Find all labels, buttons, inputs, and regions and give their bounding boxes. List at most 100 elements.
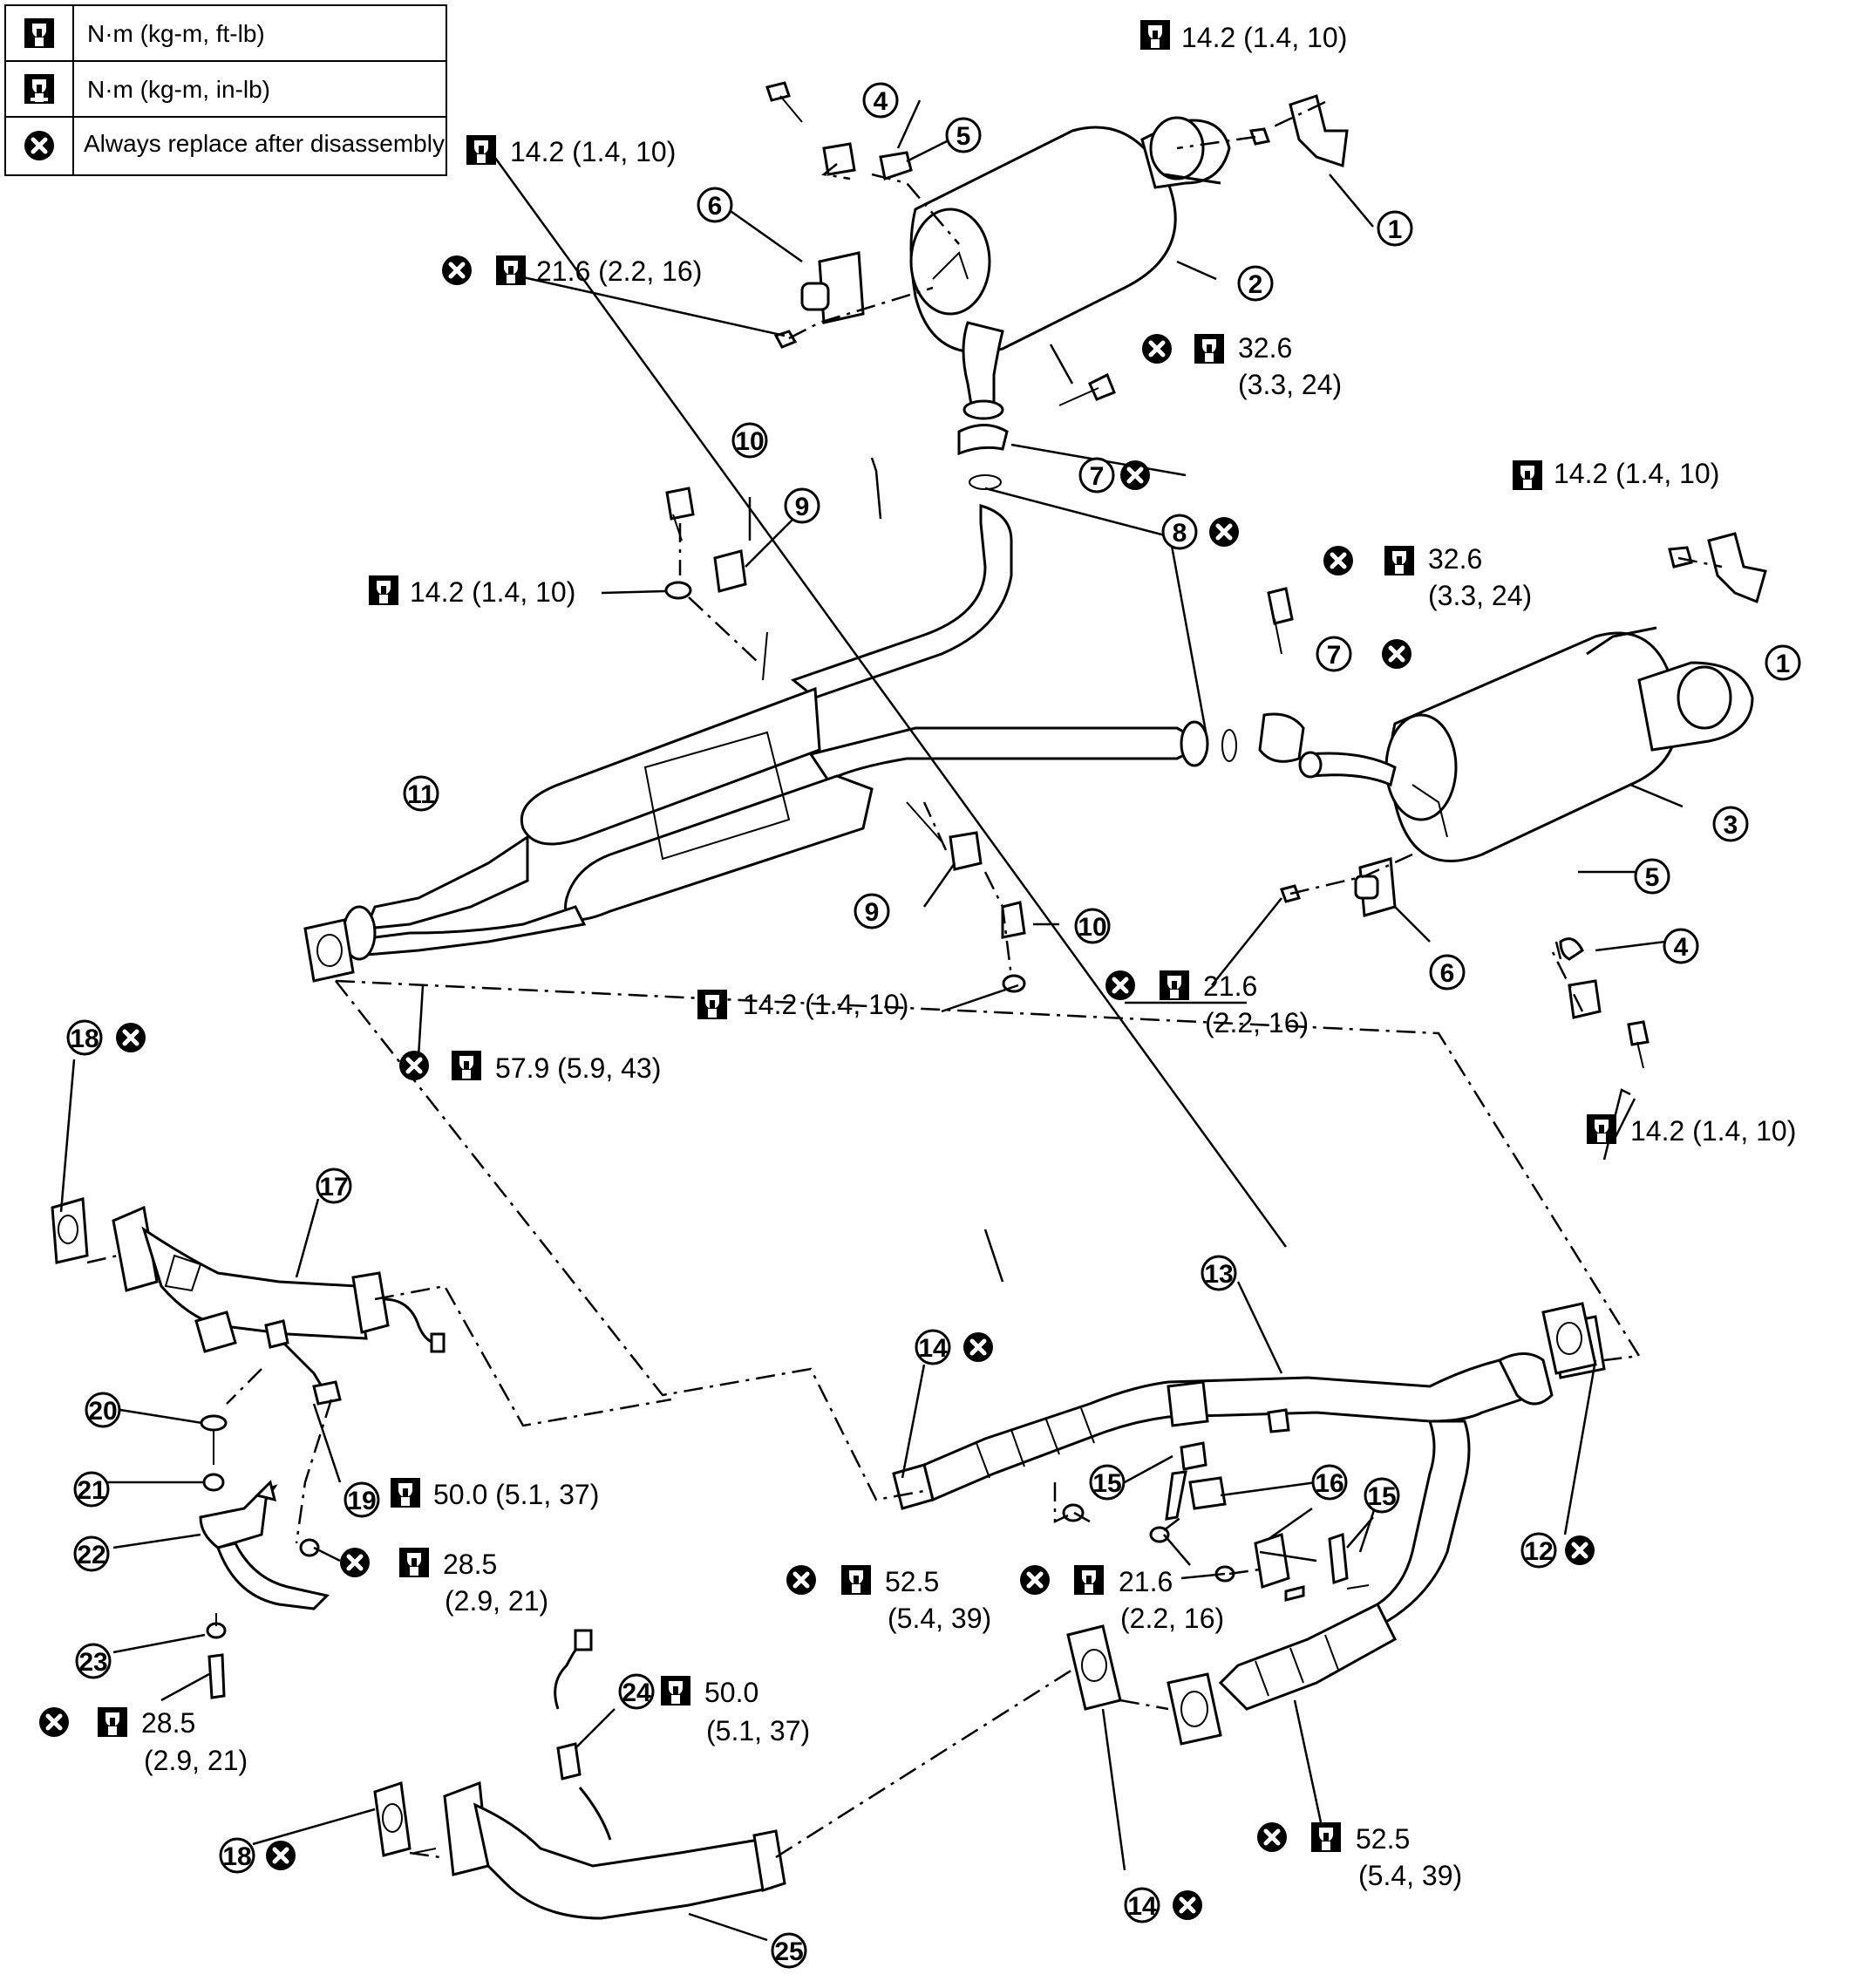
hangers-mid [664,487,1026,993]
svg-text:13: 13 [1204,1260,1233,1289]
callout-p8: 8 [1161,514,1198,550]
callout-p5-upper: 5 [945,117,982,153]
svg-text:2: 2 [1248,270,1263,299]
svg-text:1: 1 [1776,650,1791,678]
svg-text:(2.2, 16): (2.2, 16) [1205,1007,1309,1038]
callout-p7-right: 7 [1316,636,1352,672]
callout-p16: 16 [1311,1464,1348,1501]
torque-spec-bracket-22: 28.5 (2.9, 21) [340,1548,548,1617]
svg-text:7: 7 [1327,641,1342,670]
callout-p10-lower: 10 [1074,908,1111,944]
svg-text:9: 9 [865,898,880,927]
svg-text:52.5: 52.5 [1356,1823,1410,1855]
callout-p12: 12 [1520,1532,1557,1569]
svg-text:50.0 (5.1, 37): 50.0 (5.1, 37) [433,1479,599,1510]
callout-p18-upper: 18 [66,1019,103,1056]
svg-text:(2.2, 16): (2.2, 16) [1120,1603,1224,1634]
callout-p21: 21 [73,1471,110,1508]
replace-icon [116,1023,146,1052]
svg-text:21: 21 [77,1476,105,1505]
svg-text:28.5: 28.5 [141,1707,195,1739]
upper-hardware [765,81,1270,490]
svg-text:18: 18 [70,1025,99,1053]
svg-text:18: 18 [222,1842,251,1871]
replace-icon [1173,1890,1202,1920]
torque-spec-bolt-23: 28.5 (2.9, 21) [39,1707,248,1776]
torque-spec-hanger-upper: 14.2 (1.4, 10) [369,575,575,608]
svg-text:6: 6 [1440,959,1455,988]
svg-text:(2.9, 21): (2.9, 21) [445,1585,548,1617]
callout-p6-right: 6 [1429,954,1466,991]
callout-p15-left: 15 [1089,1464,1126,1501]
svg-text:50.0: 50.0 [704,1677,758,1708]
svg-text:14.2 (1.4, 10): 14.2 (1.4, 10) [1554,458,1719,489]
muffler-left [909,116,1231,420]
muffler-right [1298,626,1754,862]
front-tube-13 [892,1315,1606,1746]
svg-text:16: 16 [1315,1469,1343,1498]
legend-table: N·m (kg-m, ft-lb) N·m (kg-m, in-lb) Alwa… [4,4,447,176]
callout-p18-lower: 18 [219,1837,255,1874]
svg-text:14.2 (1.4, 10): 14.2 (1.4, 10) [1630,1115,1796,1147]
svg-text:25: 25 [774,1937,803,1966]
svg-text:21.6 (2.2, 16): 21.6 (2.2, 16) [536,255,702,287]
callout-p9-lower: 9 [854,893,890,929]
svg-text:24: 24 [622,1678,651,1707]
bracket-22-assembly [199,1414,330,1699]
svg-text:57.9 (5.9, 43): 57.9 (5.9, 43) [495,1052,661,1084]
svg-text:(2.9, 21): (2.9, 21) [144,1745,248,1776]
torque-spec-upper-bolt: 14.2 (1.4, 10) [466,135,676,167]
svg-text:21.6: 21.6 [1119,1566,1173,1597]
svg-text:14.2 (1.4, 10): 14.2 (1.4, 10) [1181,22,1347,53]
svg-text:7: 7 [1090,462,1105,491]
svg-text:15: 15 [1367,1482,1396,1511]
torque-spec-gasket-14: 52.5 (5.4, 39) [786,1565,991,1634]
callout-p22: 22 [73,1535,110,1572]
svg-text:(5.4, 39): (5.4, 39) [888,1603,991,1634]
catalyst-25 [373,1629,786,1920]
svg-text:5: 5 [1645,863,1660,892]
svg-text:(5.1, 37): (5.1, 37) [706,1715,810,1746]
replace-icon [266,1841,296,1870]
replace-icon [1565,1535,1595,1565]
svg-text:14.2 (1.4, 10): 14.2 (1.4, 10) [510,136,676,167]
torque-spec-right-bolt: 14.2 (1.4, 10) [1587,1114,1796,1147]
replace-icon [24,131,54,160]
legend-label-ftlb: N·m (kg-m, ft-lb) [87,20,265,47]
replace-icon [1382,639,1411,669]
gasket-14-lower [1066,1624,1122,1711]
replace-icon [1209,517,1239,547]
svg-text:19: 19 [347,1487,376,1515]
torque-spec-front-nut: 57.9 (5.9, 43) [399,1051,661,1084]
gasket-12 [1541,1302,1597,1375]
callout-p13: 13 [1201,1255,1237,1291]
svg-text:14: 14 [918,1334,948,1363]
torque-spec-upper-nut-6: 21.6 (2.2, 16) [442,255,702,287]
svg-text:21.6: 21.6 [1203,970,1257,1002]
torque-spec-upper-bracket: 14.2 (1.4, 10) [1140,20,1347,53]
right-hardware [1221,546,1693,1069]
svg-text:14.2 (1.4, 10): 14.2 (1.4, 10) [410,576,575,608]
svg-text:12: 12 [1524,1537,1553,1566]
callout-p9-upper: 9 [784,487,820,524]
callout-p6-upper: 6 [697,187,733,223]
torque-spec-clamp-right: 32.6 (3.3, 24) [1323,543,1532,611]
callout-p3: 3 [1712,806,1749,842]
callout-p23: 23 [75,1643,112,1679]
torque-wrench-inlb-icon [24,74,54,104]
torque-spec-bracket-16: 21.6 (2.2, 16) [1020,1565,1224,1634]
svg-text:1: 1 [1388,215,1403,244]
svg-text:32.6: 32.6 [1428,543,1482,575]
svg-text:4: 4 [1674,933,1689,962]
callout-p14-upper: 14 [915,1329,951,1365]
torque-spec-right-nut-6: 21.6 (2.2, 16) [1105,970,1309,1038]
legend-label-replace: Always replace after disassembly [84,130,445,157]
callout-p5-right: 5 [1634,858,1670,895]
callout-p14-lower: 14 [1124,1887,1160,1923]
callout-p17: 17 [316,1168,352,1204]
torque-spec-lower-nut: 52.5 (5.4, 39) [1257,1822,1462,1891]
callout-p7-upper: 7 [1078,457,1115,494]
svg-text:52.5: 52.5 [885,1566,939,1597]
svg-text:5: 5 [956,122,971,151]
